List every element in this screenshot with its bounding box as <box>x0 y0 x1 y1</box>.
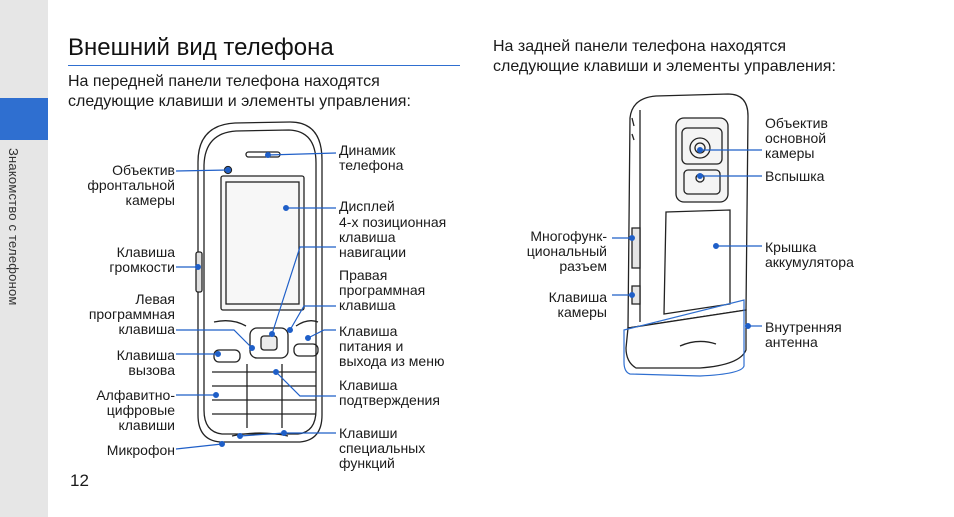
sidebar: Знакомство с телефоном <box>0 0 48 517</box>
label-microphone: Микрофон <box>106 442 175 458</box>
label-main-camera: Объектив основной камеры <box>765 115 828 161</box>
front-leader-lines <box>175 152 337 450</box>
label-flash: Вспышка <box>765 168 825 184</box>
section-label: Знакомство с телефоном <box>6 148 21 306</box>
label-left-soft-key: Левая программная клавиша <box>88 291 175 337</box>
label-alphanumeric-keys: Алфавитно- цифровые клавиши <box>96 387 175 433</box>
label-display: Дисплей <box>339 198 395 214</box>
label-nav-key: 4-х позиционная клавиша навигации <box>339 214 447 260</box>
antenna-outline <box>623 299 745 377</box>
label-battery-cover: Крышка аккумулятора <box>765 239 854 270</box>
label-volume-key: Клавиша громкости <box>109 244 175 275</box>
label-confirm-key: Клавиша подтверждения <box>339 377 440 408</box>
label-call-key: Клавиша вызова <box>116 347 175 378</box>
label-right-soft-key: Правая программная клавиша <box>339 267 426 313</box>
back-leader-lines <box>612 147 762 330</box>
label-multi-connector: Многофунк- циональный разъем <box>526 228 607 274</box>
front-intro: На передней панели телефона находятся сл… <box>68 73 411 110</box>
title-rule <box>68 65 460 66</box>
label-antenna: Внутренняя антенна <box>765 319 842 350</box>
front-phone-illustration <box>195 121 323 443</box>
page-title: Внешний вид телефона <box>68 34 334 61</box>
back-intro: На задней панели телефона находятся след… <box>493 38 836 75</box>
label-special-keys: Клавиши специальных функций <box>339 425 426 471</box>
label-speaker: Динамик телефона <box>339 142 404 173</box>
label-front-camera: Объектив фронтальной камеры <box>87 162 175 208</box>
back-phone-illustration <box>625 93 749 369</box>
page-number: 12 <box>70 471 89 490</box>
label-camera-key: Клавиша камеры <box>548 289 607 320</box>
label-power-key: Клавиша питания и выхода из меню <box>339 323 445 369</box>
section-tab <box>0 98 48 140</box>
